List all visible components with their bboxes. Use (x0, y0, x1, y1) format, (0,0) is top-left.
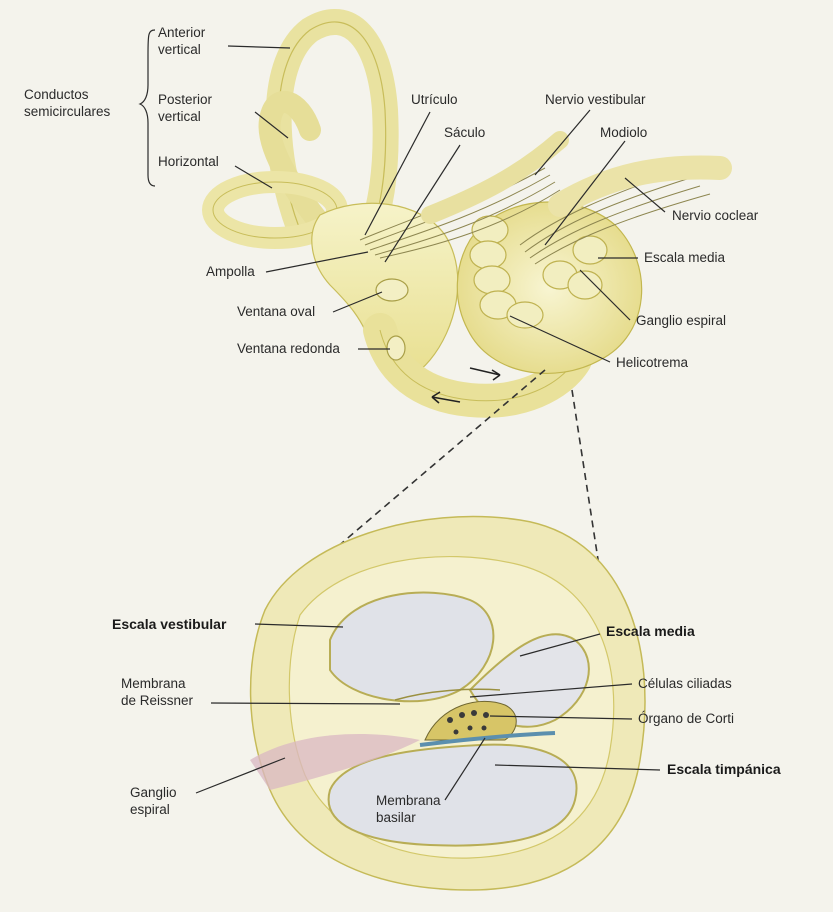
label-utriculo: Utrículo (411, 92, 458, 107)
round-window (387, 336, 405, 360)
label-ganglio-espiral-top: Ganglio espiral (636, 313, 726, 328)
label-celulas-ciliadas: Células ciliadas (638, 676, 732, 691)
label-escala-vestibular: Escala vestibular (112, 616, 227, 632)
label-escala-timpanica: Escala timpánica (667, 761, 781, 777)
label-nervio-vestibular: Nervio vestibular (545, 92, 646, 107)
label-ventana-oval: Ventana oval (237, 304, 315, 319)
label-nervio-coclear: Nervio coclear (672, 208, 759, 223)
label-horizontal: Horizontal (158, 154, 219, 169)
oval-window (376, 279, 408, 301)
label-saculo: Sáculo (444, 125, 485, 140)
label-ampolla: Ampolla (206, 264, 255, 279)
label-ventana-redonda: Ventana redonda (237, 341, 340, 356)
label-escala-media-bottom: Escala media (606, 623, 695, 639)
label-helicotrema: Helicotrema (616, 355, 689, 370)
cochlear-nerve (560, 167, 720, 205)
label-modiolo: Modiolo (600, 125, 647, 140)
label-organo-corti: Órgano de Corti (638, 711, 734, 726)
label-escala-media-top: Escala media (644, 250, 726, 265)
